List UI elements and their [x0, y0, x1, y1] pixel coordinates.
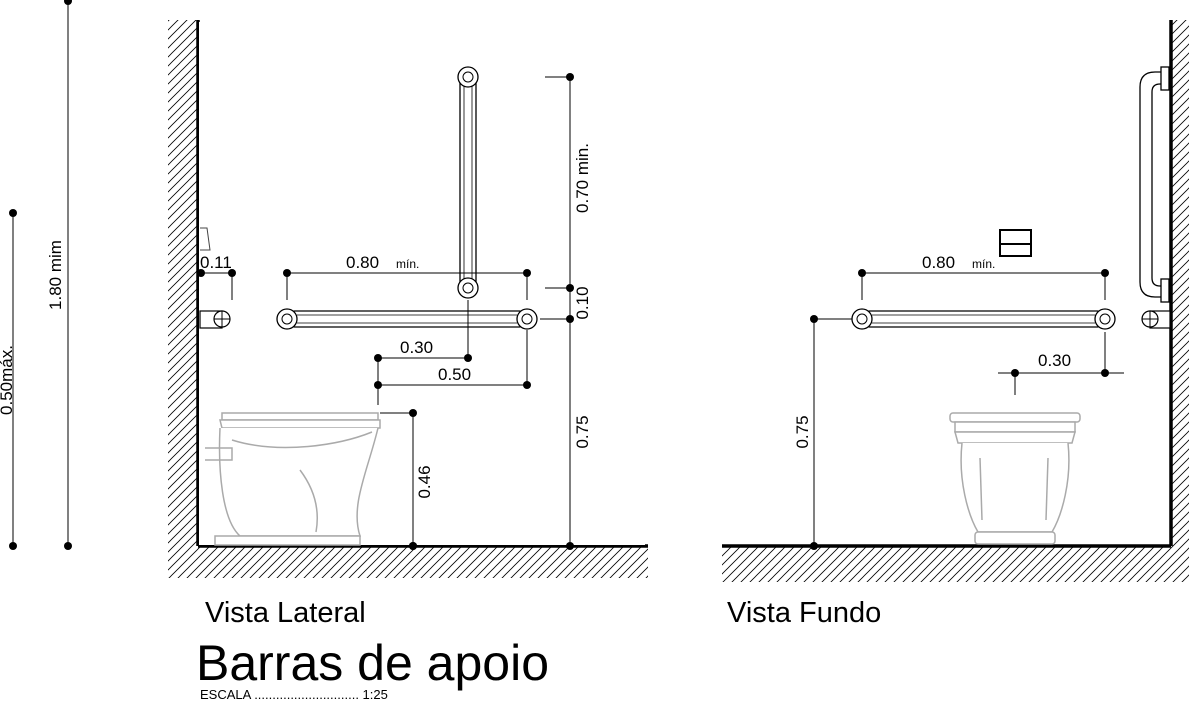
- label-vista-lateral: Vista Lateral: [205, 597, 366, 629]
- dim-seat-height: 0.46: [415, 465, 434, 498]
- horizontal-grab-bar-fundo: [851, 308, 1116, 330]
- dim-wall-gap: 0.11: [200, 253, 232, 272]
- wall-vertical-bar: [1139, 66, 1170, 303]
- dim-fundo-bar-height: 0.75: [793, 415, 812, 448]
- floor-hatch: [722, 20, 1189, 582]
- dim-fundo-bar-length: 0.80: [922, 253, 955, 272]
- bar-wall-flange-right: [1141, 310, 1171, 329]
- dim-vertical-bar: 0.70 min.: [573, 143, 592, 213]
- vertical-grab-bar: [457, 66, 479, 299]
- drawing-scale: ESCALA ............................. 1:2…: [200, 687, 388, 702]
- horizontal-grab-bar: [276, 308, 538, 330]
- vista-lateral: 0.11 0.80 mín. 0.30 0.50 0.46: [168, 20, 648, 578]
- dim-bar-height: 0.75: [573, 415, 592, 448]
- vista-fundo: 0.80 mín. 0.30 0.75: [722, 20, 1189, 582]
- dim-fundo-offset: 0.30: [1038, 351, 1071, 370]
- drawing-title: Barras de apoio: [196, 635, 549, 691]
- dim-to-bar-end: 0.50: [438, 365, 471, 384]
- label-vista-fundo: Vista Fundo: [727, 597, 881, 629]
- dim-bar-length-sub: mín.: [396, 257, 419, 271]
- min-height-label: 1.80 mim: [46, 240, 65, 310]
- dim-gap: 0.10: [573, 286, 592, 319]
- paper-holder-icon: [999, 229, 1032, 257]
- left-dimensions: 0.50máx. 1.80 mim: [0, 0, 72, 550]
- toilet-front: [949, 412, 1081, 545]
- dim-to-vertical: 0.30: [400, 338, 433, 357]
- max-height-label: 0.50máx.: [0, 345, 16, 415]
- bar-wall-flange: [199, 310, 231, 329]
- toilet-side: [205, 412, 381, 546]
- dim-bar-length: 0.80: [346, 253, 379, 272]
- dim-fundo-bar-length-sub: mín.: [972, 257, 995, 271]
